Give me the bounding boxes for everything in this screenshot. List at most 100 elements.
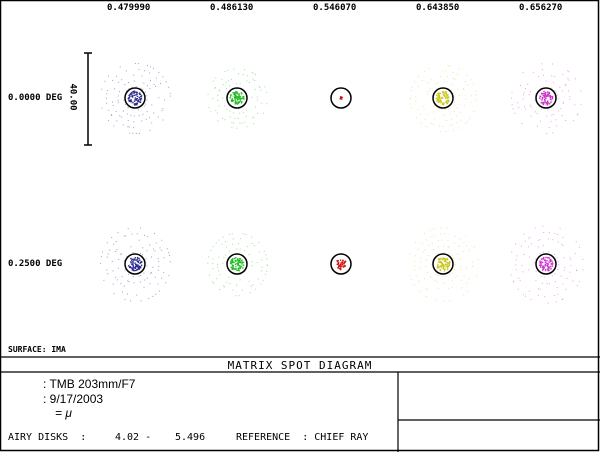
core-ray-point	[442, 91, 445, 93]
halo-ray-point	[222, 97, 224, 99]
halo-ray-point	[228, 85, 230, 87]
core-ray-point	[240, 102, 243, 104]
halo-ray-point	[523, 93, 524, 95]
spots-group	[100, 63, 584, 304]
halo-ray-point	[224, 119, 226, 121]
core-ray-point	[549, 103, 551, 105]
halo-ray-point	[444, 81, 446, 83]
halo-ray-point	[163, 271, 165, 273]
core-ray-point	[446, 94, 448, 97]
core-ray-point	[546, 262, 548, 264]
halo-ray-point	[146, 85, 148, 87]
core-ray-point	[339, 265, 341, 268]
halo-ray-point	[139, 132, 140, 134]
halo-ray-point	[127, 293, 128, 295]
halo-ray-point	[460, 279, 462, 281]
halo-ray-point	[218, 270, 220, 272]
halo-ray-point	[137, 92, 139, 94]
halo-ray-point	[555, 119, 557, 121]
halo-ray-point	[557, 234, 559, 235]
halo-ray-point	[251, 96, 253, 98]
core-ray-point	[439, 260, 441, 263]
core-ray-point	[342, 259, 344, 262]
halo-ray-point	[259, 87, 261, 88]
halo-ray-point	[236, 274, 238, 276]
halo-ray-point	[446, 76, 448, 78]
halo-ray-point	[135, 86, 137, 88]
halo-ray-point	[222, 117, 224, 119]
core-ray-point	[135, 94, 137, 96]
halo-ray-point	[570, 259, 572, 261]
halo-ray-point	[522, 71, 524, 73]
halo-ray-point	[511, 92, 513, 94]
halo-ray-point	[453, 95, 455, 97]
core-ray-point	[439, 258, 441, 260]
halo-ray-point	[147, 65, 148, 67]
halo-ray-point	[459, 94, 461, 96]
core-ray-point	[138, 101, 140, 103]
core-ray-point	[541, 269, 544, 271]
core-ray-point	[446, 96, 449, 98]
halo-ray-point	[520, 245, 522, 247]
halo-ray-point	[218, 239, 220, 241]
halo-ray-point	[433, 111, 435, 113]
halo-ray-point	[437, 287, 439, 289]
halo-ray-point	[142, 254, 144, 256]
spot-1-4	[510, 225, 584, 304]
halo-ray-point	[511, 251, 513, 253]
halo-ray-point	[554, 90, 556, 91]
core-ray-point	[443, 102, 445, 104]
halo-ray-point	[525, 108, 527, 110]
halo-ray-point	[548, 251, 550, 253]
core-ray-point	[234, 260, 237, 262]
core-ray-point	[551, 260, 553, 263]
spot-1-3	[409, 227, 479, 302]
halo-ray-point	[555, 301, 557, 303]
core-ray-point	[128, 97, 130, 99]
core-ray-point	[237, 263, 240, 265]
halo-ray-point	[240, 94, 242, 96]
halo-ray-point	[233, 260, 235, 262]
halo-ray-point	[261, 259, 263, 261]
core-ray-point	[446, 258, 448, 260]
core-ray-point	[544, 261, 547, 264]
halo-ray-point	[239, 83, 241, 85]
halo-ray-point	[454, 236, 456, 237]
core-ray-point	[441, 96, 444, 99]
halo-ray-point	[225, 81, 227, 83]
halo-ray-point	[463, 294, 465, 295]
core-ray-point	[233, 257, 236, 260]
halo-ray-point	[524, 106, 526, 108]
chart-title: MATRIX SPOT DIAGRAM	[227, 359, 373, 372]
halo-ray-point	[158, 261, 160, 263]
halo-ray-point	[219, 89, 221, 91]
core-ray-point	[543, 266, 545, 269]
core-ray-point	[238, 94, 240, 96]
core-ray-point	[129, 266, 131, 268]
halo-ray-point	[444, 114, 445, 116]
core-ray-point	[232, 267, 234, 269]
halo-ray-point	[436, 300, 438, 301]
halo-ray-point	[251, 265, 253, 267]
halo-ray-point	[429, 88, 431, 90]
halo-ray-point	[236, 127, 238, 129]
core-ray-point	[231, 99, 233, 101]
core-ray-point	[339, 259, 342, 261]
halo-ray-point	[101, 88, 103, 90]
halo-ray-point	[166, 248, 168, 250]
halo-ray-point	[169, 261, 171, 263]
halo-ray-point	[472, 83, 474, 85]
halo-ray-point	[451, 255, 453, 257]
core-ray-point	[238, 261, 240, 264]
halo-ray-point	[415, 275, 417, 277]
halo-ray-point	[554, 76, 556, 78]
halo-ray-point	[428, 244, 430, 246]
core-ray-point	[540, 263, 542, 265]
halo-ray-point	[250, 285, 252, 287]
halo-ray-point	[261, 270, 262, 272]
core-ray-point	[230, 266, 232, 268]
core-ray-point	[136, 91, 138, 94]
halo-ray-point	[108, 109, 110, 111]
halo-ray-point	[512, 280, 514, 282]
halo-ray-point	[154, 250, 156, 252]
